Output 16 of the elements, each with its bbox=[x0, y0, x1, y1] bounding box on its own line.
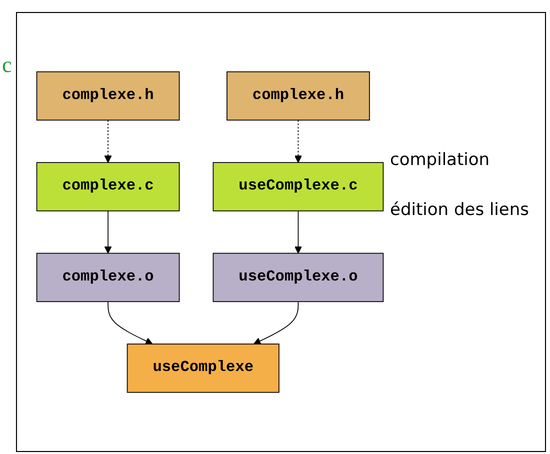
node-box: complexe.o bbox=[36, 253, 180, 302]
arrow bbox=[104, 210, 112, 254]
node-box: complexe.h bbox=[226, 72, 370, 121]
node-box: useComplexe.o bbox=[212, 253, 384, 302]
arrow bbox=[253, 302, 299, 345]
node-box: useComplexe.c bbox=[212, 162, 384, 212]
arrow bbox=[294, 210, 302, 254]
node-box: complexe.c bbox=[36, 162, 180, 212]
annotation-text: compilation bbox=[390, 150, 491, 170]
annotation-text: édition des liens bbox=[390, 200, 530, 220]
arrow bbox=[294, 120, 302, 164]
node-box: useComplexe bbox=[126, 344, 280, 394]
node-box: complexe.h bbox=[36, 72, 180, 121]
text-fragment: c bbox=[2, 52, 12, 78]
arrow bbox=[104, 120, 112, 164]
arrow bbox=[108, 302, 153, 345]
